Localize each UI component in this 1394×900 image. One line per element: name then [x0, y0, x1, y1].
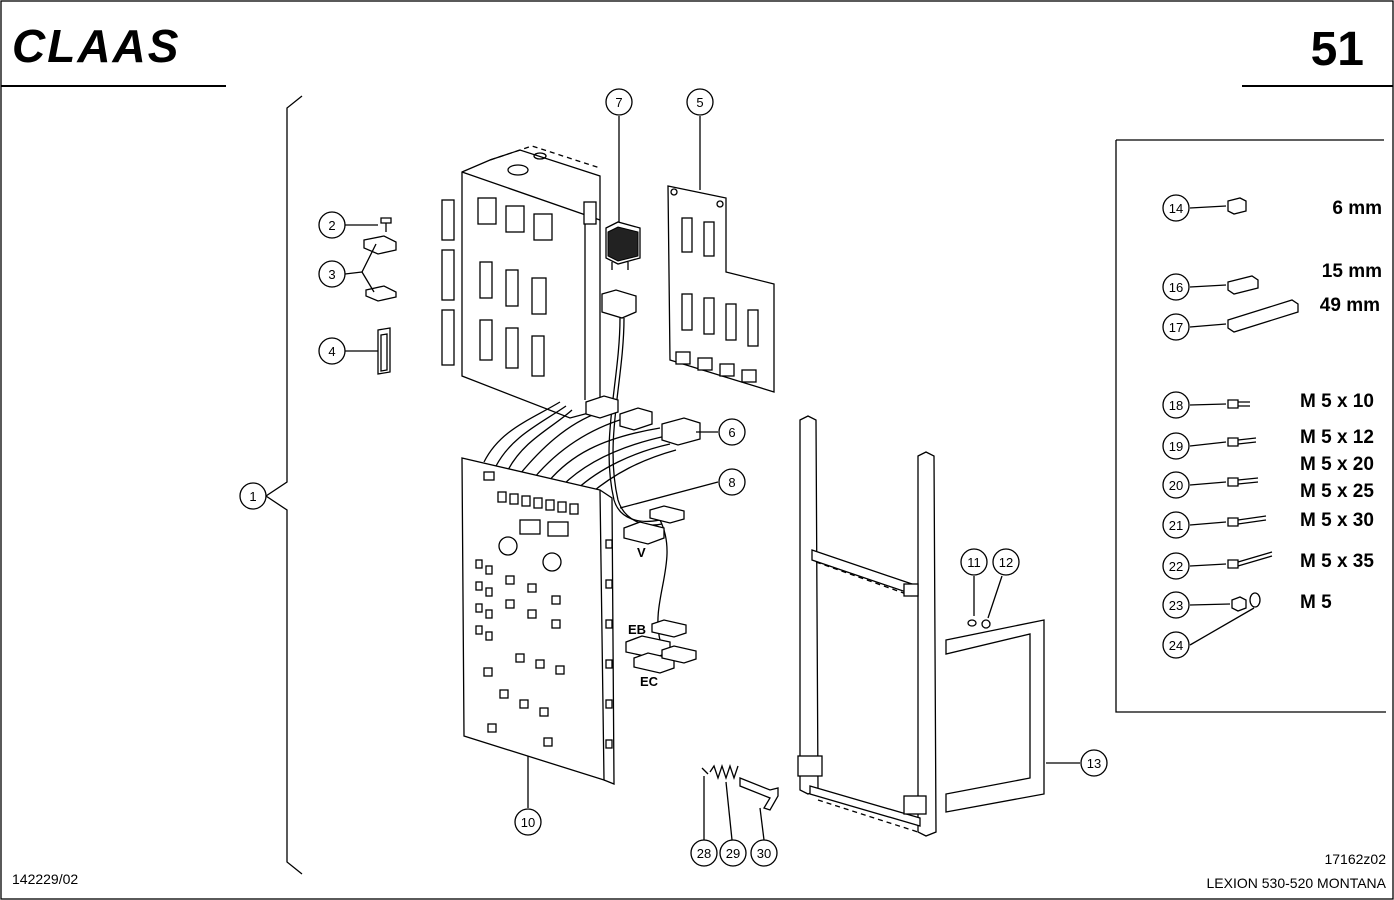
- screw-18: [1227, 399, 1250, 409]
- cable-harness-6: [483, 395, 701, 495]
- mounting-frame: [797, 415, 937, 837]
- svg-text:17: 17: [1169, 320, 1183, 335]
- handle-30: [739, 777, 779, 811]
- nut-23: [1231, 596, 1247, 612]
- callout-7: 7: [605, 88, 633, 116]
- callout-19: 19: [1162, 432, 1190, 460]
- callout-14: 14: [1162, 194, 1190, 222]
- svg-text:12: 12: [999, 555, 1013, 570]
- document-number: 142229/02: [12, 871, 78, 887]
- spacer-17: [1227, 299, 1299, 333]
- washer-12: [981, 619, 991, 629]
- svg-text:16: 16: [1169, 280, 1183, 295]
- callout-30: 30: [750, 839, 778, 867]
- gasket-4: [377, 327, 391, 375]
- spec-18: M 5 x 10: [1300, 391, 1374, 412]
- relay-socket-cable: [601, 289, 697, 674]
- screw-22: [1227, 551, 1273, 569]
- relay-7: [605, 221, 641, 270]
- callout-16: 16: [1162, 273, 1190, 301]
- assembly-brace: [264, 95, 303, 875]
- svg-text:21: 21: [1169, 518, 1183, 533]
- screw-20: [1227, 477, 1259, 487]
- svg-text:20: 20: [1169, 478, 1183, 493]
- svg-text:22: 22: [1169, 559, 1183, 574]
- svg-text:11: 11: [967, 555, 981, 570]
- svg-text:13: 13: [1087, 756, 1101, 771]
- brand-logo: CLAAS: [12, 20, 180, 72]
- spec-14: 6 mm: [1332, 198, 1382, 219]
- svg-text:28: 28: [697, 846, 711, 861]
- svg-text:5: 5: [696, 95, 703, 110]
- washer-24: [1249, 592, 1261, 608]
- drawing-number: 17162z02: [1324, 851, 1386, 867]
- spec-17: 49 mm: [1320, 295, 1380, 316]
- page-number: 51: [1311, 23, 1364, 76]
- spec-20: M 5 x 25: [1300, 481, 1374, 502]
- spec-22: M 5 x 35: [1300, 551, 1374, 572]
- callout-29: 29: [719, 839, 747, 867]
- svg-text:24: 24: [1169, 638, 1183, 653]
- svg-text:6: 6: [728, 425, 735, 440]
- spec-16: 15 mm: [1322, 261, 1382, 282]
- connector-label-eb: EB: [628, 622, 646, 637]
- cover-13: [945, 619, 1045, 813]
- nut-11: [967, 619, 977, 627]
- callout-10: 10: [514, 808, 542, 836]
- callout-1: 1: [239, 482, 267, 510]
- callout-28: 28: [690, 839, 718, 867]
- spacer-16: [1227, 275, 1259, 295]
- connector-label-v: V: [637, 545, 646, 560]
- svg-text:19: 19: [1169, 439, 1183, 454]
- svg-text:18: 18: [1169, 398, 1183, 413]
- callout-5: 5: [686, 88, 714, 116]
- svg-text:2: 2: [328, 218, 335, 233]
- callout-6: 6: [718, 418, 746, 446]
- screw-2: [380, 217, 392, 232]
- callout-22: 22: [1162, 552, 1190, 580]
- control-board-10: [461, 457, 615, 785]
- callout-4: 4: [318, 337, 346, 365]
- spec-23: M 5: [1300, 592, 1332, 613]
- callout-24: 24: [1162, 631, 1190, 659]
- spec-21: M 5 x 30: [1300, 510, 1374, 531]
- bracket-housing: [441, 145, 601, 419]
- callout-11: 11: [960, 548, 988, 576]
- callout-2: 2: [318, 211, 346, 239]
- callout-18: 18: [1162, 391, 1190, 419]
- spec-19b: M 5 x 20: [1300, 454, 1374, 475]
- screw-21: [1227, 515, 1267, 527]
- svg-text:3: 3: [328, 267, 335, 282]
- callout-8: 8: [718, 468, 746, 496]
- svg-text:8: 8: [728, 475, 735, 490]
- svg-text:4: 4: [328, 344, 335, 359]
- callout-20: 20: [1162, 471, 1190, 499]
- svg-text:14: 14: [1169, 201, 1183, 216]
- spring-29: [701, 763, 739, 781]
- svg-text:7: 7: [615, 95, 622, 110]
- callout-21: 21: [1162, 511, 1190, 539]
- spec-19: M 5 x 12: [1300, 427, 1374, 448]
- svg-text:1: 1: [249, 489, 256, 504]
- spacer-14: [1227, 197, 1247, 215]
- svg-text:10: 10: [521, 815, 535, 830]
- svg-text:30: 30: [757, 846, 771, 861]
- svg-text:29: 29: [726, 846, 740, 861]
- callout-17: 17: [1162, 313, 1190, 341]
- model-name: LEXION 530-520 MONTANA: [1207, 875, 1387, 891]
- circuit-board-5: [667, 185, 775, 393]
- screw-19: [1227, 437, 1257, 447]
- callout-3: 3: [318, 260, 346, 288]
- callout-13: 13: [1080, 749, 1108, 777]
- callout-23: 23: [1162, 591, 1190, 619]
- clip-3: [363, 235, 397, 302]
- leader-lines: [344, 116, 1255, 841]
- callout-12: 12: [992, 548, 1020, 576]
- connector-label-ec: EC: [640, 674, 659, 689]
- hardware-box: [1115, 139, 1386, 713]
- board-components: [475, 471, 613, 749]
- svg-text:23: 23: [1169, 598, 1183, 613]
